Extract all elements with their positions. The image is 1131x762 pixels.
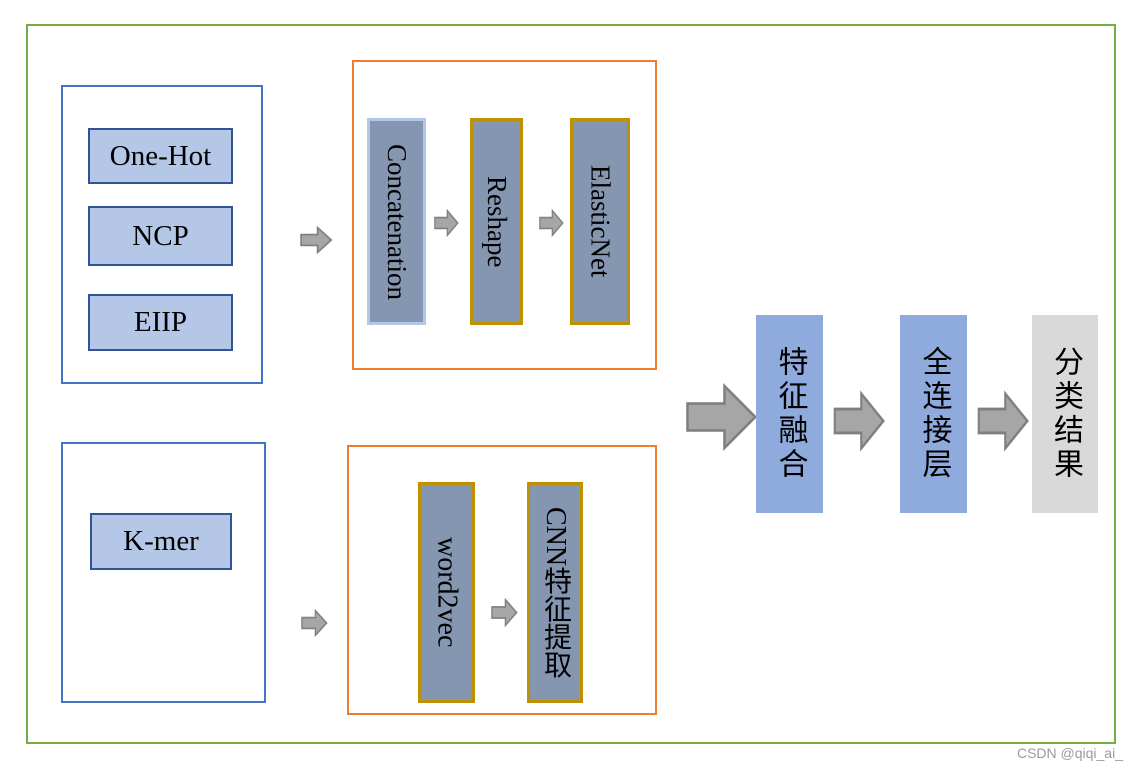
node-eiip: EIIP [88, 294, 233, 351]
flow-arrow-icon [300, 226, 333, 254]
node-reshape: Reshape [470, 118, 523, 325]
node-classification-result: 分类结果 [1032, 315, 1098, 513]
node-fully-connected-layer: 全连接层 [900, 315, 967, 513]
node-concatenation: Concatenation [367, 118, 426, 325]
node-k-mer: K-mer [90, 513, 232, 570]
flow-arrow-icon [539, 209, 564, 237]
bottom-pipeline-container [347, 445, 657, 715]
flow-arrow-icon [833, 390, 885, 452]
flow-arrow-icon [434, 209, 459, 237]
merge-arrow-icon [686, 382, 758, 452]
watermark: CSDN @qiqi_ai_ [1016, 745, 1123, 761]
node-ncp: NCP [88, 206, 233, 266]
node-cnn-feature-extraction: CNN特征提取 [527, 482, 583, 703]
flow-arrow-icon [491, 598, 518, 627]
node-one-hot: One-Hot [88, 128, 233, 184]
flow-arrow-icon [977, 390, 1029, 452]
node-elasticnet: ElasticNet [570, 118, 630, 325]
node-word2vec: word2vec [418, 482, 475, 703]
node-feature-fusion: 特征融合 [756, 315, 823, 513]
flow-arrow-icon [301, 609, 328, 637]
kmer-group-container [61, 442, 266, 703]
diagram-border [26, 24, 1116, 744]
